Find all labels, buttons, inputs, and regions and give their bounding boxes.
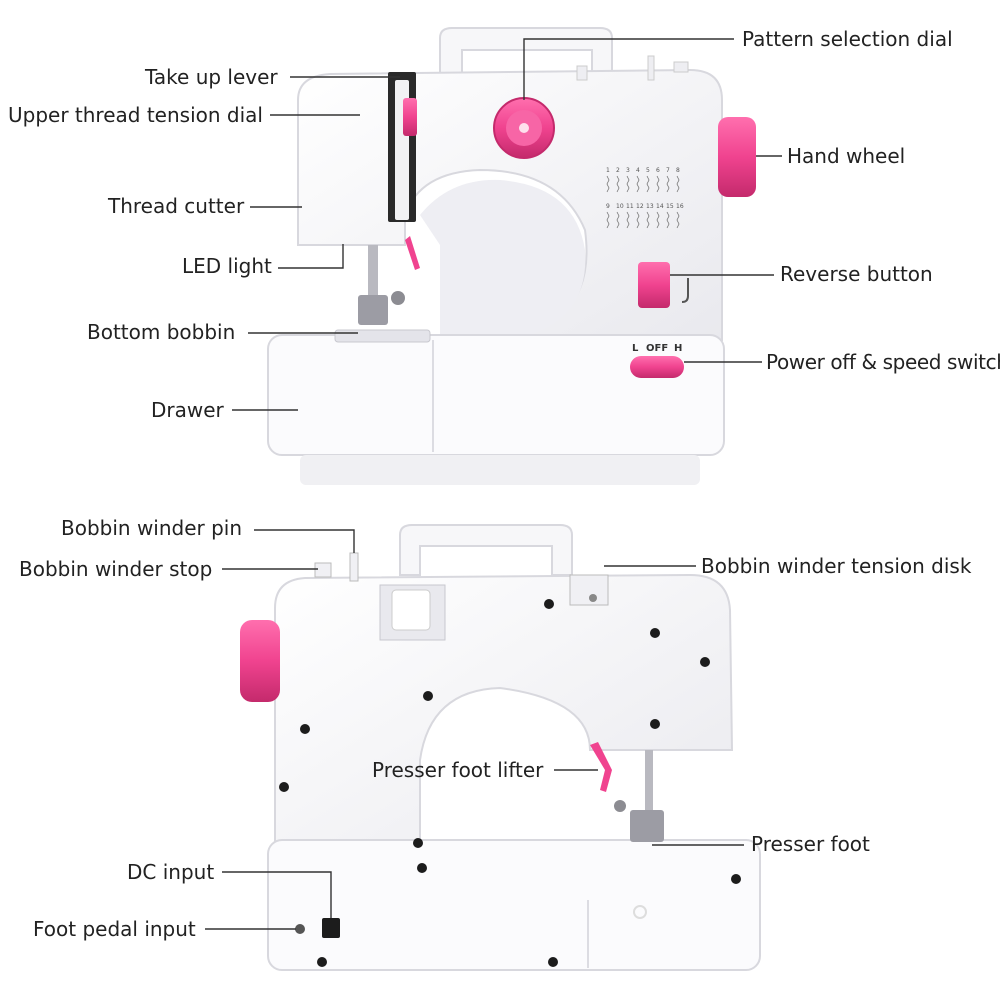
stitch-number: 1	[606, 167, 610, 174]
stitch-pattern-icon	[646, 175, 650, 193]
label-hand-wheel: Hand wheel	[787, 144, 906, 168]
stitch-number: 11	[626, 203, 634, 210]
back-machine	[240, 524, 761, 971]
stitch-number: 15	[666, 203, 674, 210]
label-presser-foot: Presser foot	[751, 832, 870, 856]
back-carry-handle	[399, 524, 573, 576]
stitch-pattern-icon	[636, 175, 640, 193]
stitch-pattern-icon	[676, 175, 680, 193]
stitch-pattern-icon	[606, 175, 610, 193]
leader-lines	[205, 38, 782, 930]
label-bobbin-winder-pin: Bobbin winder pin	[61, 516, 243, 540]
stitch-pattern-icon	[626, 175, 630, 193]
speed-label: H	[674, 343, 682, 354]
label-take-up-lever: Take up lever	[145, 65, 278, 89]
upper-tension-dial[interactable]	[403, 98, 417, 136]
speed-label: L	[632, 343, 639, 354]
speed-switch-labels: L OFF H	[632, 343, 682, 354]
stitch-number: 16	[676, 203, 684, 210]
stitch-number: 9	[606, 203, 610, 210]
label-foot-pedal-input: Foot pedal input	[33, 917, 196, 941]
speed-label: OFF	[646, 343, 668, 354]
stitch-pattern-icon	[636, 211, 640, 229]
stitch-number: 13	[646, 203, 654, 210]
back-base	[267, 839, 761, 971]
label-led-light: LED light	[182, 254, 272, 278]
label-pattern-selection-dial: Pattern selection dial	[742, 27, 953, 51]
label-reverse-button: Reverse button	[780, 262, 933, 286]
stitch-number: 10	[616, 203, 624, 210]
reverse-button-shape[interactable]	[638, 262, 670, 308]
stitch-number: 8	[676, 167, 680, 174]
label-bottom-bobbin: Bottom bobbin	[87, 320, 236, 344]
stitch-number: 2	[616, 167, 620, 174]
stitch-pattern-icon	[676, 211, 680, 229]
stitch-pattern-icon	[666, 175, 670, 193]
stitch-pattern-icon	[666, 211, 670, 229]
stitch-number: 14	[656, 203, 664, 210]
label-thread-cutter: Thread cutter	[108, 194, 245, 218]
stitch-pattern-icon	[626, 211, 630, 229]
stitch-pattern-icon	[656, 175, 660, 193]
stitch-pattern-icon	[606, 211, 610, 229]
back-hand-wheel[interactable]	[240, 620, 280, 702]
stitch-number: 3	[626, 167, 630, 174]
stitch-number: 6	[656, 167, 660, 174]
stitch-number: 7	[666, 167, 670, 174]
stitch-pattern-icon	[656, 211, 660, 229]
stitch-number: 5	[646, 167, 650, 174]
label-bobbin-winder-tension-disk: Bobbin winder tension disk	[701, 554, 972, 578]
stitch-pattern-icon	[616, 175, 620, 193]
stitch-number: 12	[636, 203, 644, 210]
label-power-speed-switch: Power off & speed switch	[766, 350, 1000, 374]
label-upper-thread-tension-dial: Upper thread tension dial	[8, 103, 263, 127]
back-body	[274, 573, 734, 861]
label-drawer: Drawer	[151, 398, 224, 422]
stitch-pattern-icon	[646, 211, 650, 229]
hand-wheel[interactable]	[718, 117, 756, 197]
label-dc-input: DC input	[127, 860, 215, 884]
label-presser-foot-lifter: Presser foot lifter	[372, 758, 544, 782]
label-bobbin-winder-stop: Bobbin winder stop	[19, 557, 213, 581]
stitch-pattern-icon	[616, 211, 620, 229]
stitch-number: 4	[636, 167, 640, 174]
speed-switch[interactable]	[630, 356, 684, 378]
